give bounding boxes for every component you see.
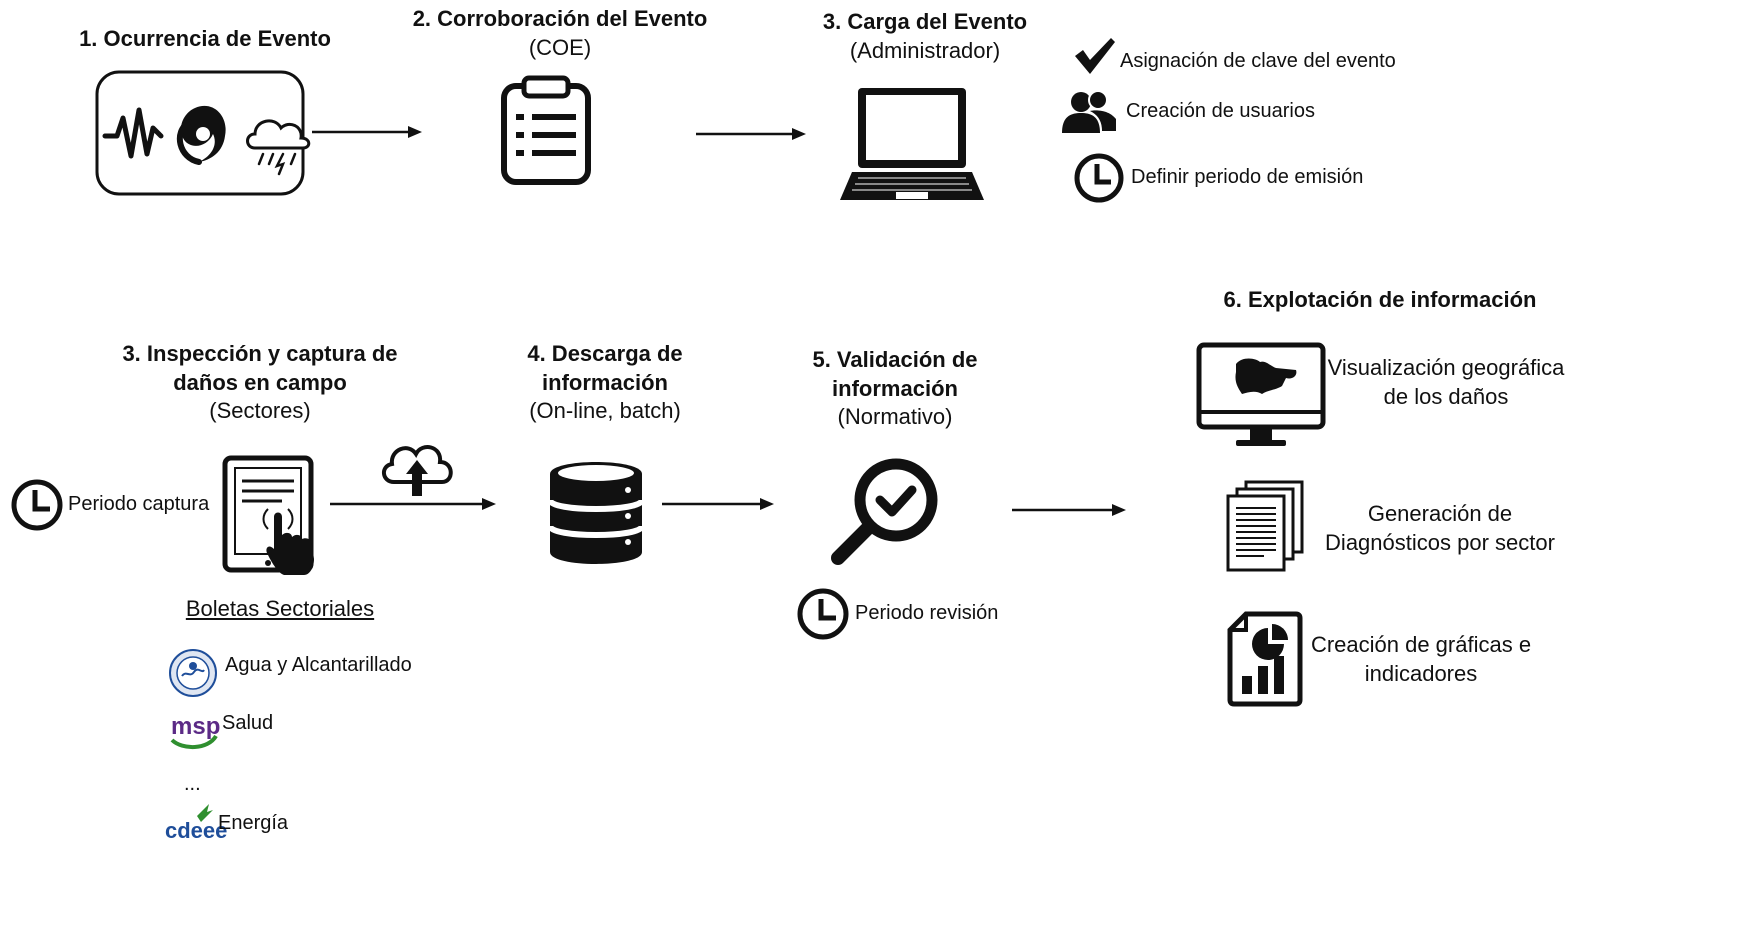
- step3b-subtitle: (Sectores): [209, 398, 311, 423]
- inapa-logo: [169, 649, 217, 697]
- clock-icon: [11, 479, 63, 531]
- step4-title-line1: 4. Descarga de: [527, 341, 683, 366]
- step4-subtitle: (On-line, batch): [529, 398, 681, 423]
- documents-icon: [1226, 480, 1304, 572]
- event-hazards-box: [95, 70, 311, 196]
- output-line: indicadores: [1364, 661, 1478, 686]
- step3-title: 3. Carga del Evento: [822, 9, 1028, 34]
- arrow-2-3: [696, 128, 806, 140]
- users-icon: [1062, 90, 1116, 133]
- step3b-title-line1: 3. Inspección y captura de: [122, 341, 398, 366]
- step5-title-line1: 5. Validación de: [812, 347, 978, 372]
- monitor-map-icon: [1196, 342, 1326, 446]
- clipboard-icon: [501, 75, 591, 185]
- msp-logo: msp: [170, 713, 220, 749]
- admin-task-label: Definir periodo de emisión: [1131, 166, 1364, 188]
- step5-title-line2: información: [832, 376, 958, 401]
- step4-title-line2: información: [542, 370, 668, 395]
- output-line: Visualización geográfica: [1327, 355, 1565, 380]
- admin-task-label: Asignación de clave del evento: [1120, 50, 1396, 72]
- sector-label: Salud: [222, 712, 274, 734]
- step5-subtitle: (Normativo): [837, 404, 953, 429]
- laptop-icon: [840, 88, 984, 200]
- step3b-title-line2: daños en campo: [173, 370, 347, 395]
- report-chart-icon: [1227, 611, 1303, 707]
- cloud-upload-icon: [382, 445, 453, 496]
- output-line: de los daños: [1383, 384, 1509, 409]
- output-line: Generación de: [1367, 501, 1513, 526]
- storm-cloud-icon: [246, 119, 311, 176]
- capture-period-label: Periodo captura: [68, 493, 210, 515]
- arrow-5-6: [1012, 504, 1126, 516]
- arrow-4-5: [662, 498, 774, 510]
- step3-subtitle: (Administrador): [849, 38, 1001, 63]
- clock-icon: [797, 588, 849, 640]
- step6-title: 6. Explotación de información: [1223, 287, 1537, 312]
- magnifier-check-icon: [831, 458, 938, 565]
- hurricane-icon: [177, 105, 226, 165]
- database-icon: [547, 462, 645, 564]
- checkmark-icon: [1075, 38, 1115, 74]
- tablet-touch-icon: [222, 455, 314, 575]
- arrow-1-2: [312, 126, 422, 138]
- forms-heading: Boletas Sectoriales: [185, 596, 375, 621]
- msp-logo-text: msp: [171, 713, 220, 740]
- arrow-3-4: [330, 498, 496, 510]
- seismic-icon: [102, 107, 164, 159]
- sector-ellipsis: ...: [184, 773, 201, 795]
- output-line: Diagnósticos por sector: [1325, 530, 1555, 555]
- admin-task-label: Creación de usuarios: [1126, 100, 1315, 122]
- step2-subtitle: (COE): [528, 35, 592, 60]
- cdeee-logo: cdeee: [165, 804, 227, 843]
- step2-title: 2. Corroboración del Evento: [412, 6, 708, 31]
- sector-label: Agua y Alcantarillado: [225, 654, 412, 676]
- sector-label: Energía: [218, 812, 289, 834]
- output-line: Creación de gráficas e: [1310, 632, 1532, 657]
- review-period-label: Periodo revisión: [855, 602, 999, 624]
- step1-title: 1. Ocurrencia de Evento: [79, 26, 331, 51]
- cdeee-logo-text: cdeee: [165, 818, 227, 843]
- clock-icon: [1074, 153, 1124, 203]
